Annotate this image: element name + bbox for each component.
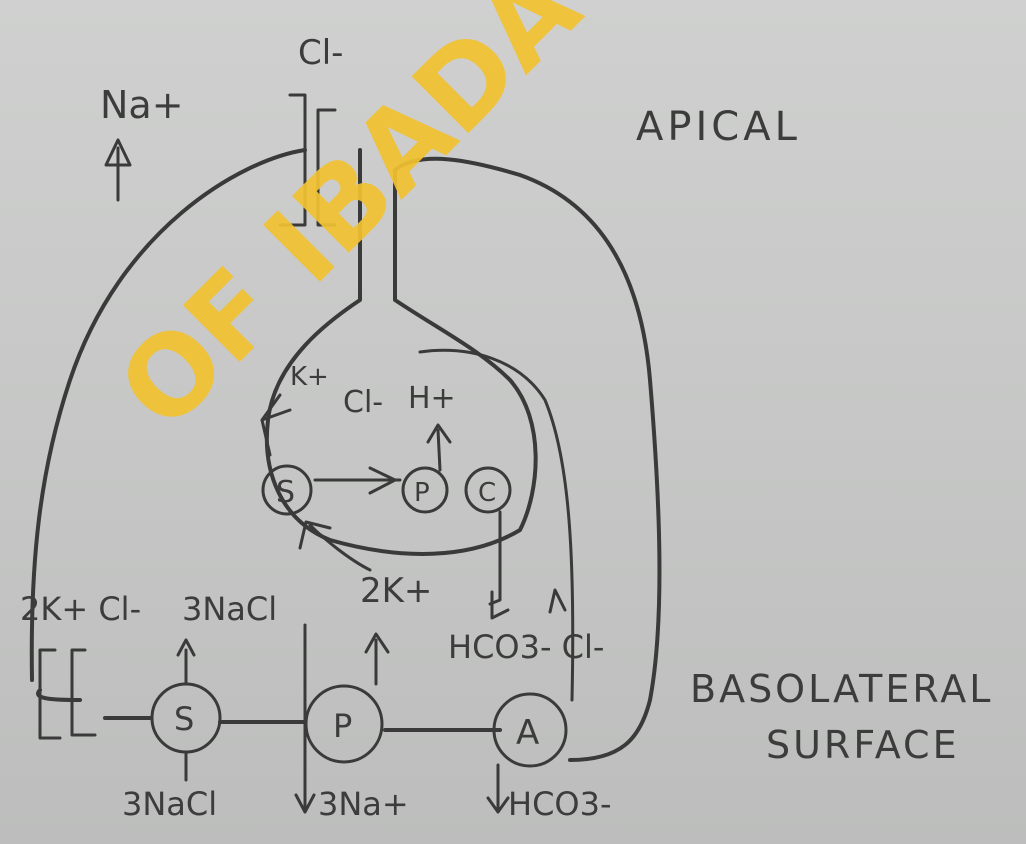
cl-up-arrow	[550, 590, 565, 612]
twok-up-arrow	[366, 634, 388, 684]
ion-3na-bottom: 3Na+	[318, 785, 409, 823]
ion-k-inner: K+	[290, 362, 329, 392]
ion-h-inner: H+	[408, 381, 456, 416]
transporter-a-basal-label: A	[516, 713, 539, 753]
label-basolateral: BASOLATERAL	[690, 667, 993, 711]
transporter-c-inner-label: C	[478, 478, 496, 508]
ion-hco3-cl: HCO3- Cl-	[448, 628, 604, 666]
ion-2k-cl-left: 2K+ Cl-	[20, 590, 141, 628]
transporter-s-inner-label: S	[276, 475, 295, 510]
transporter-p-basal-label: P	[333, 707, 352, 745]
ion-na-top: Na+	[100, 83, 184, 127]
ion-hco3-bottom: HCO3-	[508, 785, 612, 823]
junction-bracket-bottom	[40, 650, 95, 738]
ion-2k-center: 2K+	[360, 571, 432, 611]
nacl-up-arrow	[178, 640, 194, 684]
transporter-p-inner-label: P	[414, 478, 430, 508]
transporter-s-basal-label: S	[174, 700, 194, 738]
ion-3nacl-top: 3NaCl	[182, 590, 277, 628]
na-out-arrow	[296, 625, 314, 812]
label-surface: SURFACE	[766, 723, 960, 767]
recycling-arrow-right	[315, 468, 400, 493]
ion-cl-top: Cl-	[298, 33, 343, 73]
ion-3nacl-bottom: 3NaCl	[122, 785, 217, 823]
h-exit-arrow	[428, 425, 450, 470]
ion-cl-inner: Cl-	[343, 385, 383, 420]
hco3-down-arrow	[490, 512, 508, 618]
na-top-arrow	[106, 140, 130, 200]
label-apical: APICAL	[636, 104, 801, 150]
basolateral-membrane	[38, 690, 500, 730]
hco3-out-arrow	[488, 765, 508, 812]
